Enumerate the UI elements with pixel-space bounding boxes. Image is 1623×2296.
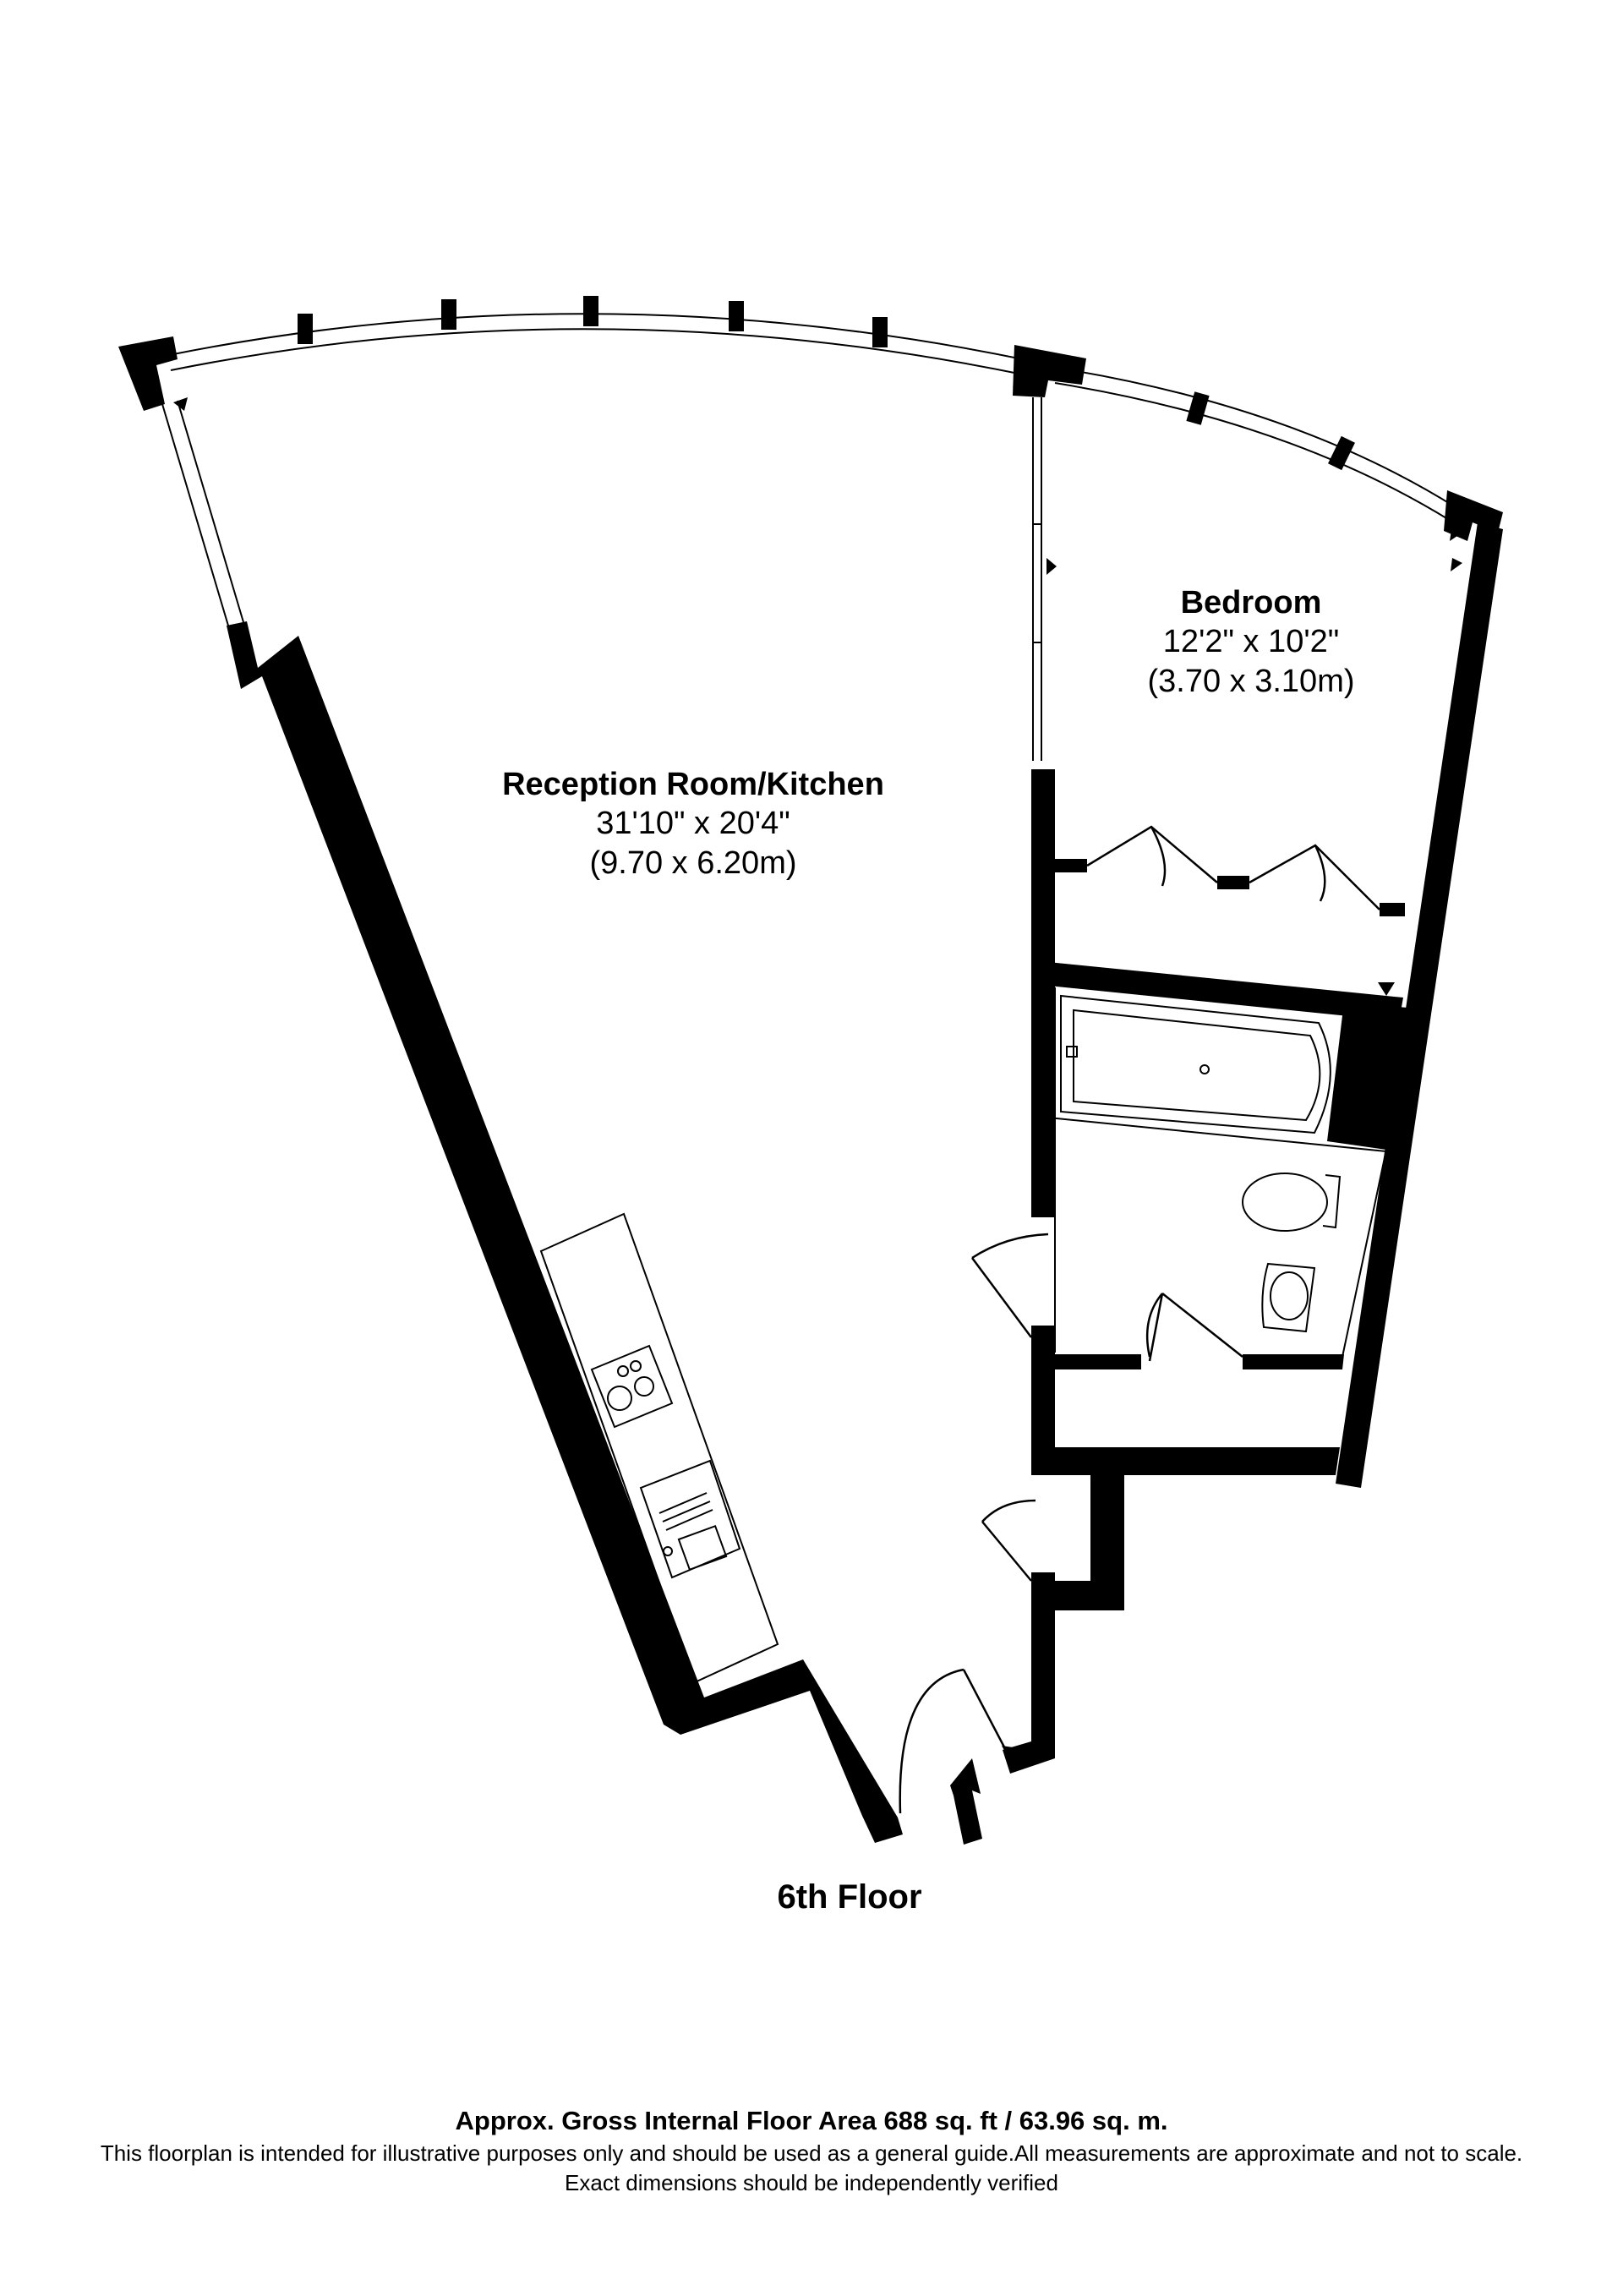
bathroom-door [970, 1233, 1049, 1338]
wall-bath-block [1327, 1002, 1407, 1150]
wall-entry-lower [1003, 1572, 1055, 1774]
wall-left-diagonal [227, 621, 903, 1843]
wall-top-left-corner [118, 336, 178, 411]
bath-room-outline [1047, 987, 1387, 1358]
cupboard-door [1145, 1293, 1243, 1362]
hob [590, 1344, 674, 1429]
basin [1261, 1262, 1316, 1333]
hall-door [981, 1499, 1036, 1582]
window-mullions [298, 296, 1355, 471]
wall-stub-wardrobe-right [1380, 903, 1405, 916]
entrance-door [899, 1668, 1012, 1814]
toilet [1242, 1173, 1342, 1232]
curved-window [168, 313, 1456, 522]
kitchen-worktop [539, 1212, 779, 1684]
left-window [161, 400, 244, 626]
wardrobe-doors [1086, 825, 1380, 910]
disclaimer-line-1: This floorplan is intended for illustrat… [100, 2140, 1523, 2166]
footer: Approx. Gross Internal Floor Area 688 sq… [0, 2103, 1623, 2198]
sink [639, 1459, 741, 1579]
room-label-bedroom: Bedroom 12'2" x 10'2" (3.70 x 3.10m) [1148, 583, 1355, 701]
bedroom-dim-metric: (3.70 x 3.10m) [1147, 663, 1355, 699]
wall-bath-bottom-left [1031, 1326, 1141, 1369]
floor-label: 6th Floor [777, 1878, 922, 1916]
walls [118, 336, 1503, 1843]
disclaimer-line-2: Exact dimensions should be independently… [565, 2169, 1058, 2195]
measure-markers [173, 379, 1462, 1763]
reception-dim-metric: (9.70 x 6.20m) [589, 845, 797, 881]
room-label-reception: Reception Room/Kitchen 31'10" x 20'4" (9… [502, 765, 884, 883]
wall-cupboard-bottom [1031, 1357, 1340, 1475]
reception-name: Reception Room/Kitchen [502, 767, 884, 802]
wall-bedroom-left [1031, 769, 1055, 1217]
wall-bedroom-bath [1048, 962, 1403, 1021]
bathtub [1060, 994, 1331, 1134]
wall-top-mid-corner [1013, 345, 1086, 397]
wall-stub-wardrobe-mid [1217, 876, 1249, 889]
entrance-arrow-icon [950, 1758, 982, 1845]
wall-stub-wardrobe-left [1055, 859, 1087, 872]
sliding-door [1032, 397, 1042, 761]
floor-area-text: Approx. Gross Internal Floor Area 688 sq… [455, 2106, 1168, 2135]
wall-right-outer [1336, 522, 1503, 1488]
bedroom-dim-imperial: 12'2" x 10'2" [1162, 624, 1340, 660]
bedroom-name: Bedroom [1180, 585, 1322, 620]
wall-bath-bottom-right [1243, 1354, 1344, 1369]
reception-dim-imperial: 31'10" x 20'4" [596, 806, 790, 842]
